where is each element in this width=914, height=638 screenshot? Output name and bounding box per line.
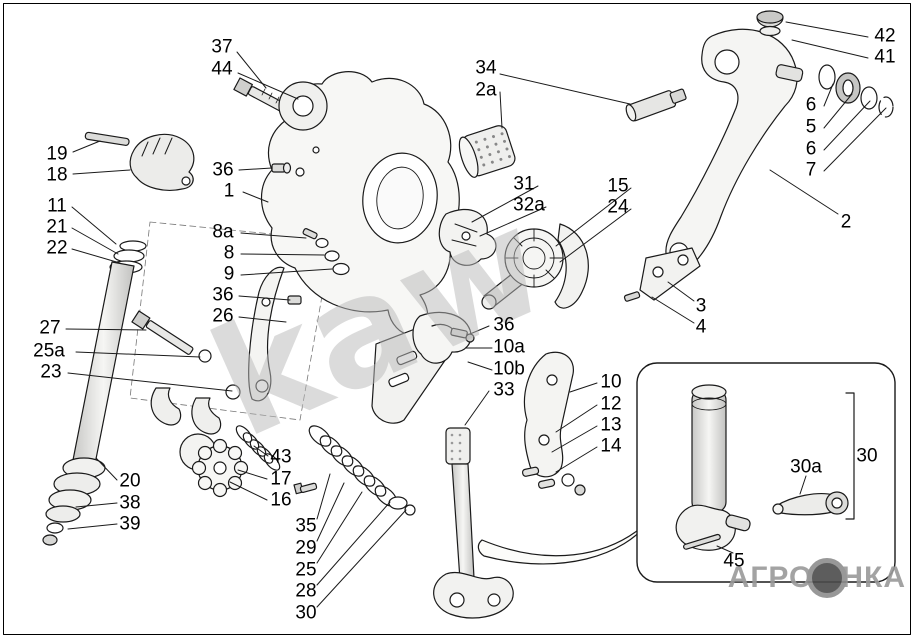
- part-label: 9: [223, 263, 235, 285]
- part-label: 43: [270, 446, 292, 468]
- shock-absorber-20: [42, 240, 147, 546]
- part-label: 36: [212, 284, 234, 306]
- inset-pointer-swoosh: [477, 519, 651, 565]
- inset-box: [636, 362, 896, 583]
- lever-2: [665, 28, 804, 269]
- disc-15-24: [481, 223, 589, 310]
- part-label: 30a: [790, 456, 822, 478]
- leader-lines: [65, 21, 887, 608]
- part-label: 1: [223, 180, 235, 202]
- page-border: [3, 3, 911, 635]
- part-label: 19: [46, 143, 68, 165]
- part-label: 28: [295, 580, 317, 602]
- part-label: 25: [295, 559, 317, 581]
- part-label: 16: [270, 489, 292, 511]
- part-label: 32a: [513, 194, 545, 216]
- part-label: 27: [39, 317, 61, 339]
- part-label: 37: [211, 36, 233, 58]
- brackets-23-25a: [150, 384, 241, 435]
- part-label: 10b: [493, 358, 525, 380]
- part-label: 6: [805, 94, 817, 116]
- part-label: 8: [223, 242, 235, 264]
- part-label: 15: [607, 175, 629, 197]
- inset-bracket-30: [845, 392, 855, 520]
- part-label: 30: [856, 445, 878, 467]
- part-label: 34: [475, 57, 497, 79]
- part-label: 42: [874, 25, 896, 47]
- springs-29-35: [293, 425, 416, 516]
- rosette-16-17: [179, 433, 249, 498]
- brand-watermark: АГРО НКА: [728, 558, 906, 598]
- part-label: 23: [40, 361, 62, 383]
- part-label: 38: [119, 492, 141, 514]
- part-label: 41: [874, 46, 896, 68]
- part-label: 45: [723, 550, 745, 572]
- part-label: 11: [47, 195, 67, 217]
- spring-43: [235, 425, 281, 471]
- part-label: 22: [46, 237, 68, 259]
- inset-leg-30: [675, 384, 751, 551]
- part-label: 20: [119, 470, 141, 492]
- part-label: 29: [295, 537, 317, 559]
- part-label: 24: [607, 196, 629, 218]
- part-label: 18: [46, 164, 68, 186]
- cap-41-42: [756, 10, 784, 37]
- part-label: 21: [46, 216, 68, 238]
- part-label: 12: [600, 393, 622, 415]
- part-label: 44: [211, 58, 233, 80]
- part-label: 36: [212, 159, 234, 181]
- brand-logo-circle: [807, 558, 848, 598]
- pin-28-fork: [433, 427, 514, 619]
- part-label: 4: [695, 316, 707, 338]
- part-label: 14: [600, 435, 622, 457]
- part-label: 6: [805, 138, 817, 160]
- inset-lever-30a: [772, 491, 849, 516]
- washers-5-6-7: [818, 64, 894, 118]
- part-label: 36: [493, 314, 515, 336]
- bushing-2a: [458, 125, 516, 178]
- plate-10-pins-12-14: [521, 351, 586, 496]
- part-label: 39: [119, 513, 141, 535]
- bolt-27: [131, 310, 212, 363]
- part-label: 8a: [212, 221, 234, 243]
- part-label: 2: [840, 211, 852, 233]
- pin-34: [625, 88, 687, 122]
- part-label: 10: [600, 371, 622, 393]
- part-label: 33: [493, 379, 515, 401]
- part-label: 26: [212, 305, 234, 327]
- part-label: 7: [805, 159, 817, 181]
- inset-pin-45: [683, 533, 721, 550]
- part-label: 30: [295, 602, 317, 624]
- part-label: 35: [295, 515, 317, 537]
- brand-text-right: НКА: [841, 561, 906, 594]
- part-label: 10a: [493, 336, 525, 358]
- part-label: 5: [805, 116, 817, 138]
- housing-1: [248, 71, 475, 424]
- cap-18-rod-19: [84, 131, 195, 191]
- bracket-3-4: [623, 247, 701, 302]
- part-label: 31: [513, 173, 535, 195]
- part-label: 17: [270, 468, 292, 490]
- part-label: 3: [695, 295, 707, 317]
- part-label: 25a: [33, 340, 65, 362]
- brand-text-left: АГРО: [727, 561, 814, 594]
- part-label: 2a: [475, 79, 497, 101]
- part-label: 13: [600, 414, 622, 436]
